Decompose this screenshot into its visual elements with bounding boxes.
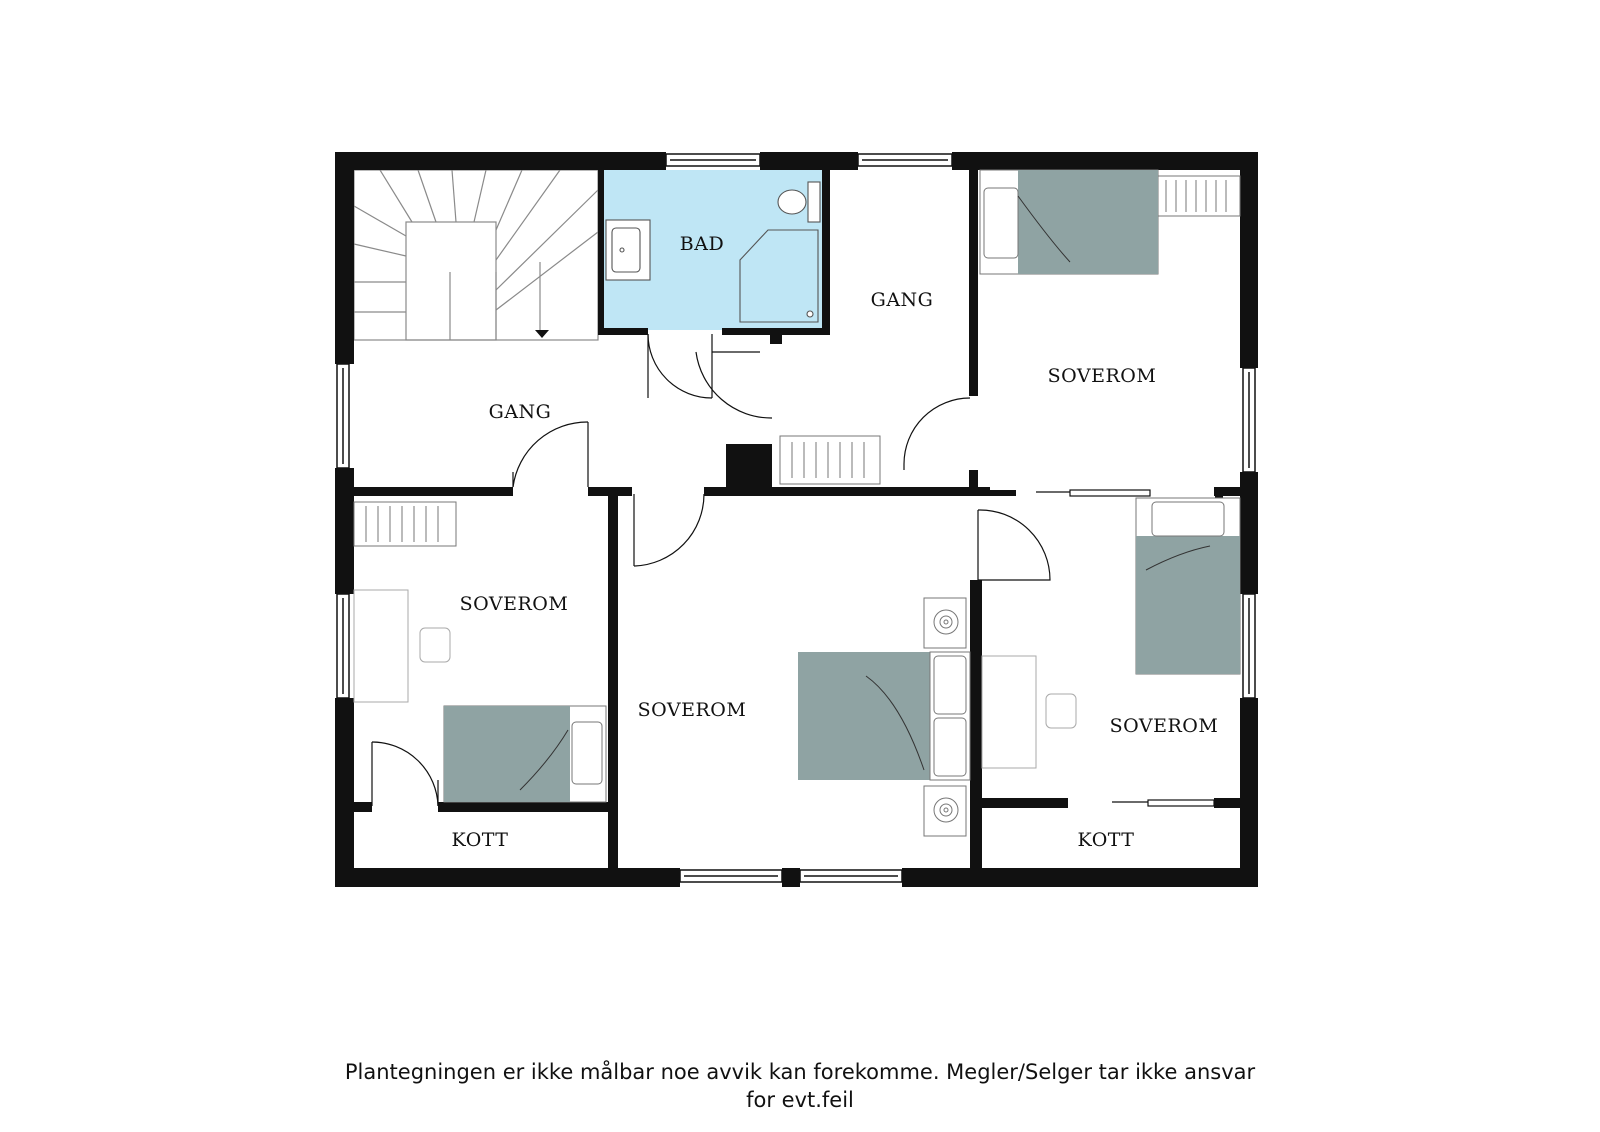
room-label-soverom-left: SOVEROM <box>460 593 569 615</box>
walls <box>335 152 1258 887</box>
room-label-soverom-top-right: SOVEROM <box>1048 365 1157 387</box>
room-label-kott-left: KOTT <box>452 829 509 851</box>
room-label-soverom-center: SOVEROM <box>638 699 747 721</box>
night-stands <box>923 597 967 837</box>
doors <box>371 333 1051 807</box>
sliding-doors <box>1036 489 1215 807</box>
staircase <box>353 169 599 341</box>
disclaimer-line-2: for evt.feil <box>746 1088 854 1112</box>
desks-and-chairs <box>353 589 1077 769</box>
room-label-soverom-right: SOVEROM <box>1110 715 1219 737</box>
disclaimer-line-1: Plantegningen er ikke målbar noe avvik k… <box>344 1060 1256 1084</box>
room-label-gang-left: GANG <box>489 401 552 423</box>
room-label-kott-right: KOTT <box>1078 829 1135 851</box>
radiator-fins <box>365 180 1227 542</box>
room-label-gang-center: GANG <box>871 289 934 311</box>
bathroom-fixtures <box>605 181 821 323</box>
stair-direction-arrow <box>535 330 549 338</box>
room-label-bad: BAD <box>680 233 724 255</box>
beds <box>443 169 1241 803</box>
disclaimer: Plantegningen er ikke målbar noe avvik k… <box>0 1058 1600 1114</box>
